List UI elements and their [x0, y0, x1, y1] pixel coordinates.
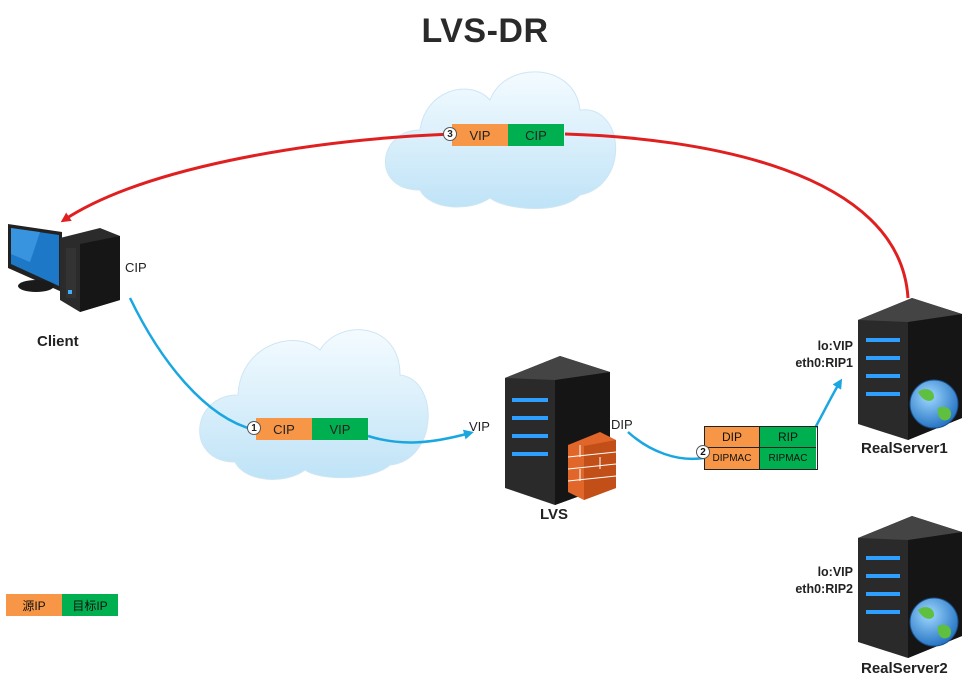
firewall-icon — [567, 432, 617, 500]
packet-3-src: VIP — [452, 124, 508, 146]
realserver2-eth-label: eth0:RIP2 — [760, 581, 853, 598]
packet-2-src-mac: DIPMAC — [705, 448, 760, 469]
middle-cloud — [199, 329, 429, 480]
realserver1-name-label: RealServer1 — [861, 440, 948, 457]
packet-1: 1 CIP VIP — [247, 418, 368, 440]
client-computer-icon — [8, 224, 120, 312]
page-title: LVS-DR — [421, 12, 549, 50]
realserver2-globe-icon — [909, 597, 959, 647]
client-name-label: Client — [37, 333, 79, 350]
realserver2-ip-labels: lo:VIP eth0:RIP2 — [760, 564, 853, 598]
legend: 源IP 目标IP — [6, 594, 118, 616]
request-arrow-client-to-lvs — [128, 297, 470, 444]
response-arrow — [64, 132, 910, 299]
client-ip-label: CIP — [125, 260, 147, 275]
packet-2-src-ip: DIP — [705, 427, 760, 448]
realserver2-eth-ip: RIP2 — [825, 582, 853, 596]
step-3-badge: 3 — [443, 127, 457, 141]
packet-3: 3 VIP CIP — [443, 124, 564, 146]
forward-arrow-lvs-to-rs1 — [627, 382, 840, 461]
realserver2-lo-label: lo:VIP — [817, 565, 853, 579]
realserver1-eth-prefix: eth0: — [795, 356, 826, 370]
realserver1-lo-label: lo:VIP — [817, 339, 853, 353]
packet-2: DIP RIP DIPMAC RIPMAC — [704, 426, 818, 470]
lvs-name-label: LVS — [540, 506, 569, 523]
legend-src: 源IP — [6, 594, 62, 616]
packet-2-dst-mac: RIPMAC — [760, 448, 816, 469]
packet-1-dst: VIP — [312, 418, 368, 440]
realserver1-eth-label: eth0:RIP1 — [760, 355, 853, 372]
realserver1-globe-icon — [909, 379, 959, 429]
realserver2-name-label: RealServer2 — [861, 660, 948, 677]
packet-3-dst: CIP — [508, 124, 564, 146]
realserver1-eth-ip: RIP1 — [825, 356, 853, 370]
legend-dst: 目标IP — [62, 594, 118, 616]
packet-1-src: CIP — [256, 418, 312, 440]
lvs-dip-label: DIP — [611, 417, 633, 432]
step-2-badge: 2 — [696, 445, 710, 459]
step-1-badge: 1 — [247, 421, 261, 435]
realserver2-eth-prefix: eth0: — [795, 582, 826, 596]
packet-2-dst-ip: RIP — [760, 427, 816, 448]
realserver1-ip-labels: lo:VIP eth0:RIP1 — [760, 338, 853, 372]
lvs-vip-label: VIP — [469, 419, 490, 434]
